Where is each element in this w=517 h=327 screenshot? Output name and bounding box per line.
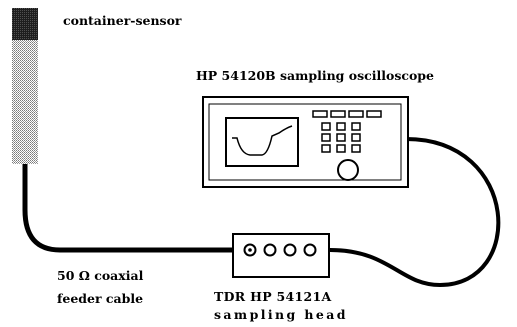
cable-label-line2: feeder cable	[57, 291, 144, 306]
container-sensor	[12, 8, 38, 164]
sensor-cap	[12, 8, 38, 40]
sampling-head-port-3	[283, 243, 297, 257]
oscilloscope-screen	[225, 117, 299, 167]
tdr-sampling-head	[232, 233, 330, 278]
oscilloscope	[202, 96, 409, 188]
sampling-head-port-1-pin	[248, 248, 252, 252]
waveform-trace	[232, 125, 293, 156]
sampling-head-port-2	[263, 243, 277, 257]
oscilloscope-knob	[337, 159, 359, 181]
coaxial-feeder-cable	[22, 164, 233, 253]
sampling-head-label-line1: TDR HP 54121A	[214, 289, 332, 304]
cable-label-line1: 50 Ω coaxial	[57, 268, 144, 283]
container-sensor-label: container-sensor	[63, 13, 182, 28]
oscilloscope-inner-frame	[208, 103, 402, 181]
oscilloscope-cable	[329, 137, 501, 288]
sampling-head-label-line2: sampling head	[214, 307, 348, 322]
sensor-body	[12, 40, 38, 164]
oscilloscope-label: HP 54120B sampling oscilloscope	[196, 68, 434, 83]
oscilloscope-top-keys	[312, 110, 382, 118]
sampling-head-port-4	[303, 243, 317, 257]
oscilloscope-keypad	[321, 122, 361, 153]
